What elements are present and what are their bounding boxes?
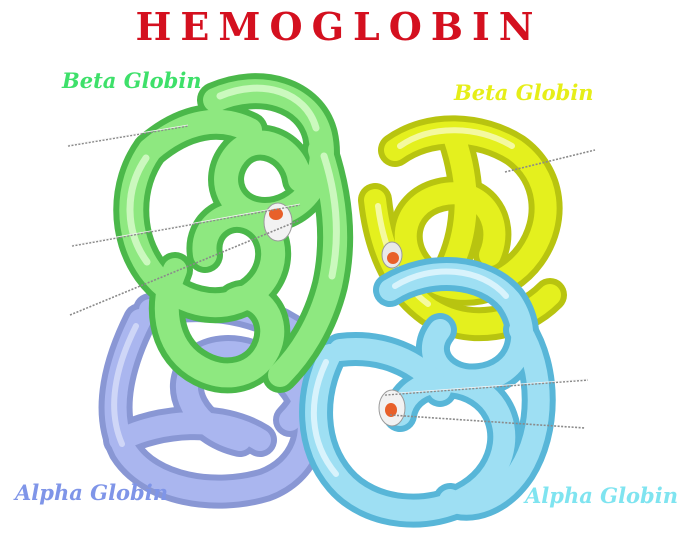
beta-globin-right-label: Beta Globin xyxy=(454,80,594,105)
heme-group-beta-right xyxy=(382,242,402,268)
heme-group-beta-left xyxy=(264,203,292,241)
alpha-globin-right-label: Alpha Globin xyxy=(525,483,678,508)
heme-group-alpha-right xyxy=(379,390,405,426)
beta-globin-left-chain xyxy=(130,88,336,375)
beta-globin-left-label: Beta Globin xyxy=(62,68,202,93)
alpha-globin-left-label: Alpha Globin xyxy=(15,480,168,505)
